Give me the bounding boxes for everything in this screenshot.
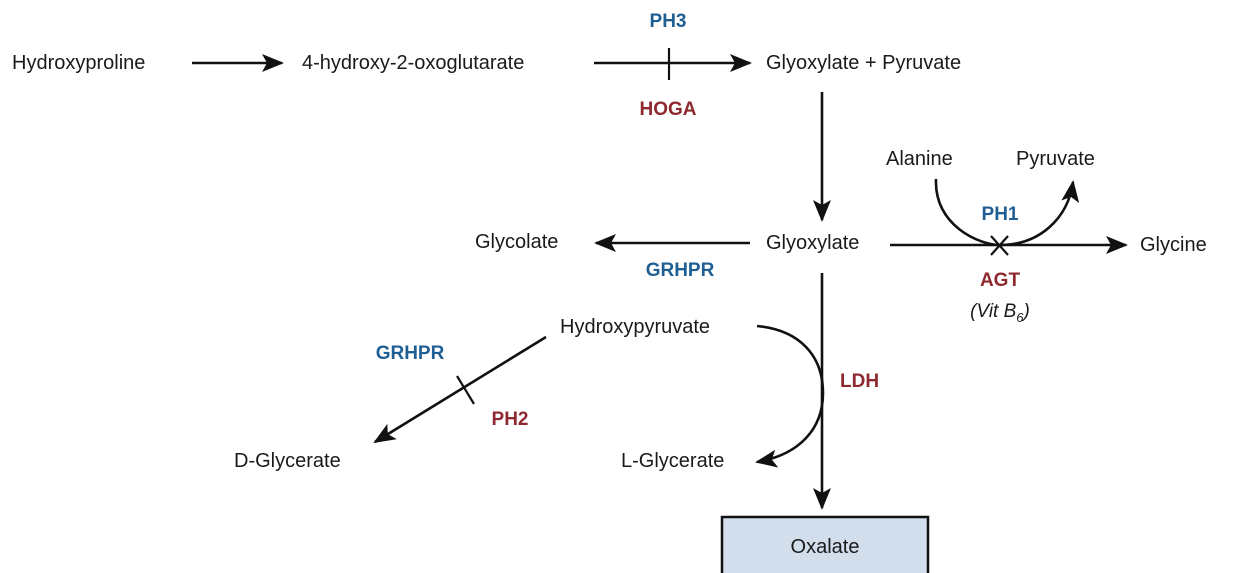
node-glyoxylate: Glyoxylate [766,232,859,254]
enzyme-ph2-label: PH2 [492,409,529,430]
oxalate-box [720,515,930,573]
ph2-block-tick [456,375,475,405]
cofactor-subscript: 6 [1016,310,1024,325]
node-glyoxylate-pyruvate: Glyoxylate + Pyruvate [766,52,961,74]
cofactor-suffix: ) [1022,301,1030,322]
enzyme-ph1-label: PH1 [982,204,1019,225]
enzyme-grhpr-left-label: GRHPR [376,343,445,364]
node-d-glycerate: D-Glycerate [234,450,341,472]
enzyme-grhpr-top-label: GRHPR [646,260,715,281]
arrow-hydroxypyruvate-to-l-glycerate [755,324,825,468]
node-hydroxyproline: Hydroxyproline [12,52,145,74]
node-4-hydroxy-2-oxoglutarate: 4-hydroxy-2-oxoglutarate [302,52,524,74]
node-l-glycerate: L-Glycerate [621,450,724,472]
node-oxalate: Oxalate [791,536,860,558]
node-pyruvate: Pyruvate [1016,148,1095,170]
arrow-hydroxypyruvate-to-d-glycerate [373,335,547,444]
node-hydroxypyruvate: Hydroxypyruvate [560,316,710,338]
node-alanine: Alanine [886,148,953,170]
ph1-block-x-b [990,235,1009,256]
cofactor-prefix: (Vit B [970,301,1016,322]
cofactor-vit-b6: (Vit B6) [970,301,1030,325]
enzyme-hoga-label: HOGA [640,99,697,120]
node-glycolate: Glycolate [475,231,558,253]
enzyme-ldh-label: LDH [840,371,879,392]
enzyme-ph3-label: PH3 [650,11,687,32]
enzyme-agt-label: AGT [980,270,1021,291]
node-glycine: Glycine [1140,234,1207,256]
